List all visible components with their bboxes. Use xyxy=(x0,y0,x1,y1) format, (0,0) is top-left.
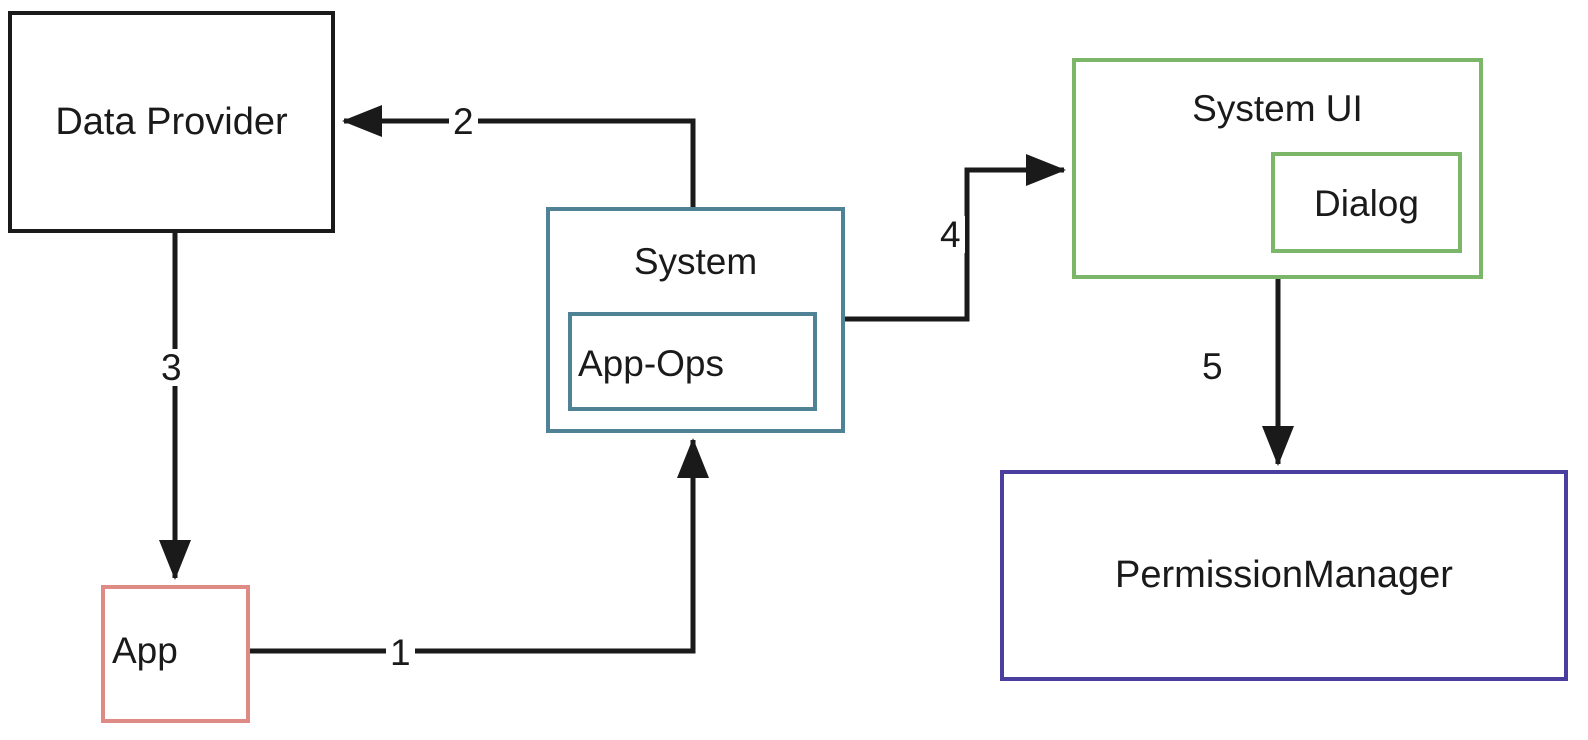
edge-4-connector xyxy=(845,153,1067,322)
edge-label-2: 2 xyxy=(449,103,478,140)
node-label-data-provider: Data Provider xyxy=(55,101,288,143)
edge-label-5: 5 xyxy=(1198,348,1227,385)
node-label-dialog: Dialog xyxy=(1314,183,1419,224)
node-data-provider[interactable] xyxy=(8,11,335,233)
node-label-permission-manager: PermissionManager xyxy=(1115,554,1453,596)
edge-1-connector xyxy=(250,437,709,654)
node-label-system-ui: System UI xyxy=(1192,88,1363,129)
node-label-system: System xyxy=(633,241,758,282)
edge-label-1: 1 xyxy=(386,634,415,671)
edge-2-connector xyxy=(341,105,696,207)
node-permission-manager[interactable] xyxy=(1000,470,1568,681)
node-label-app-ops: App-Ops xyxy=(578,343,725,384)
node-dialog[interactable] xyxy=(1271,152,1462,253)
edge-label-4: 4 xyxy=(936,216,965,253)
node-app-ops[interactable] xyxy=(568,312,817,411)
edge-label-3: 3 xyxy=(157,349,186,386)
node-app[interactable] xyxy=(101,585,250,723)
node-label-app: App xyxy=(112,630,178,671)
